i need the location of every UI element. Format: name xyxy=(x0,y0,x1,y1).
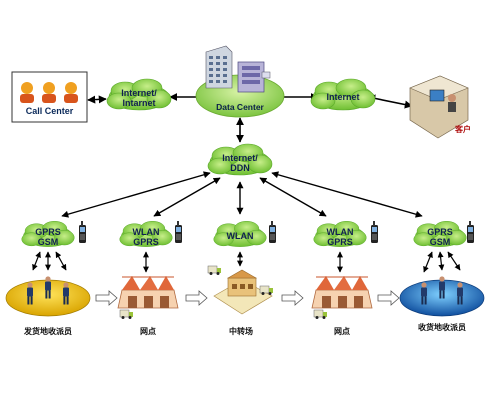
link-callcenter-intranet xyxy=(87,95,107,104)
data-center-node xyxy=(195,45,285,118)
truck-icon xyxy=(207,265,222,276)
wlan-gprs-left-label: WLAN GPRS xyxy=(132,227,160,247)
internet-intranet-label: Internet/ Intarnet xyxy=(121,88,157,108)
monitor-icon xyxy=(429,89,445,102)
flow-arrow-icon xyxy=(377,290,400,306)
link-gprs-left-staff-a xyxy=(32,251,41,271)
hub-caption: 中转场 xyxy=(229,327,253,336)
flow-arrow-icon xyxy=(281,290,304,306)
handheld-icon xyxy=(79,221,86,243)
data-center-label: Data Center xyxy=(216,102,264,112)
wlan-center-label: WLAN xyxy=(226,231,254,241)
link-gprs-right-staff-b xyxy=(437,251,445,271)
warehouse-icon xyxy=(117,275,179,309)
outlet-left-caption: 网点 xyxy=(140,327,156,336)
customer-node xyxy=(409,75,469,139)
link-ddn-gprs-right xyxy=(271,171,423,218)
link-ddn-wlan-right xyxy=(259,177,327,217)
connection-lines xyxy=(32,93,461,273)
flow-arrow-icon xyxy=(95,290,118,306)
server-icon xyxy=(237,61,271,93)
link-ddn-gprs-left xyxy=(61,171,211,218)
call-center-label: Call Center xyxy=(25,106,74,116)
receive-staff-caption: 收货地收派员 xyxy=(418,323,466,332)
link-gprs-left-staff-c xyxy=(55,251,67,271)
dispatch-staff-caption: 发货地收派员 xyxy=(24,327,72,336)
link-internet-customer xyxy=(367,94,413,109)
link-gprs-right-staff-c xyxy=(447,251,461,271)
outlet-right-node xyxy=(311,275,373,320)
internet-label: Internet xyxy=(326,92,360,102)
building-icon xyxy=(205,45,233,89)
customer-label: 客户 xyxy=(455,125,471,134)
outlet-right-caption: 网点 xyxy=(334,327,350,336)
link-gprs-right-staff-a xyxy=(423,251,433,273)
operators-icon xyxy=(20,82,78,103)
handheld-icon xyxy=(269,221,276,243)
call-center-node xyxy=(11,71,88,123)
hub-building-icon xyxy=(226,269,258,297)
gprs-gsm-left-label: GPRS GSM xyxy=(35,227,61,247)
truck-icon xyxy=(119,309,134,320)
flow-arrow-icon xyxy=(185,290,208,306)
handheld-icon xyxy=(467,221,474,243)
gprs-gsm-right-label: GPRS GSM xyxy=(427,227,453,247)
dispatch-staff-node xyxy=(5,276,91,317)
outlet-left-node xyxy=(117,275,179,320)
handheld-icon xyxy=(371,221,378,243)
link-ddn-wlan-left xyxy=(153,177,221,217)
handheld-icon xyxy=(175,221,182,243)
wlan-gprs-right-label: WLAN GPRS xyxy=(326,227,354,247)
truck-icon xyxy=(313,309,328,320)
receive-staff-node xyxy=(399,276,485,317)
hub-node xyxy=(207,265,274,315)
warehouse-icon xyxy=(311,275,373,309)
internet-ddn-label: Internet/ DDN xyxy=(222,153,258,173)
customer-person-icon xyxy=(448,94,456,102)
